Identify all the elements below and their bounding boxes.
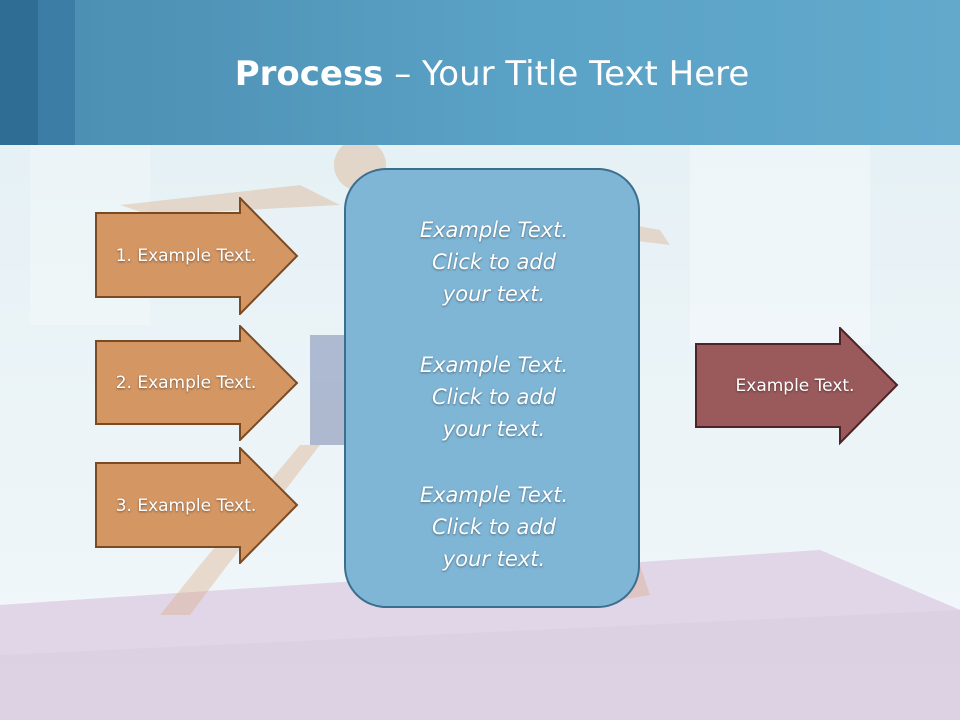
- center-text-line: your text.: [442, 547, 546, 571]
- center-text-line: Click to add: [431, 385, 556, 409]
- center-text-line: Example Text.: [419, 483, 569, 507]
- right-arrow-label: Example Text.: [735, 376, 855, 396]
- left-arrow-2[interactable]: 2. Example Text.: [95, 325, 300, 441]
- center-text-line: Example Text.: [419, 218, 569, 242]
- center-text-block-3: Example Text. Click to add your text.: [346, 479, 642, 575]
- left-arrow-label: 2. Example Text.: [115, 373, 257, 393]
- center-text-line: Click to add: [431, 515, 556, 539]
- center-text-line: Example Text.: [419, 353, 569, 377]
- header-bar: [0, 0, 960, 145]
- header-accent-band: [0, 0, 38, 145]
- left-arrow-3[interactable]: 3. Example Text.: [95, 447, 300, 564]
- left-arrow-label: 1. Example Text.: [115, 246, 257, 266]
- center-text-line: your text.: [442, 282, 546, 306]
- arrow-shape: [95, 325, 299, 441]
- arrow-shape: [95, 197, 299, 315]
- center-text-box[interactable]: Example Text. Click to add your text. Ex…: [344, 168, 640, 608]
- slide-title[interactable]: Process – Your Title Text Here: [0, 52, 960, 96]
- left-arrow-1[interactable]: 1. Example Text.: [95, 197, 300, 315]
- center-text-block-1: Example Text. Click to add your text.: [346, 214, 642, 310]
- center-text-block-2: Example Text. Click to add your text.: [346, 349, 642, 445]
- header-accent-band-light: [38, 0, 75, 145]
- slide-title-bold: Process: [234, 54, 384, 94]
- slide-title-rest: – Your Title Text Here: [383, 54, 750, 94]
- left-arrow-label: 3. Example Text.: [115, 495, 257, 516]
- arrow-shape: [95, 447, 299, 564]
- center-text-line: Click to add: [431, 250, 556, 274]
- center-text-line: your text.: [442, 417, 546, 441]
- arrow-shape: [695, 327, 899, 445]
- right-arrow[interactable]: Example Text.: [695, 327, 900, 445]
